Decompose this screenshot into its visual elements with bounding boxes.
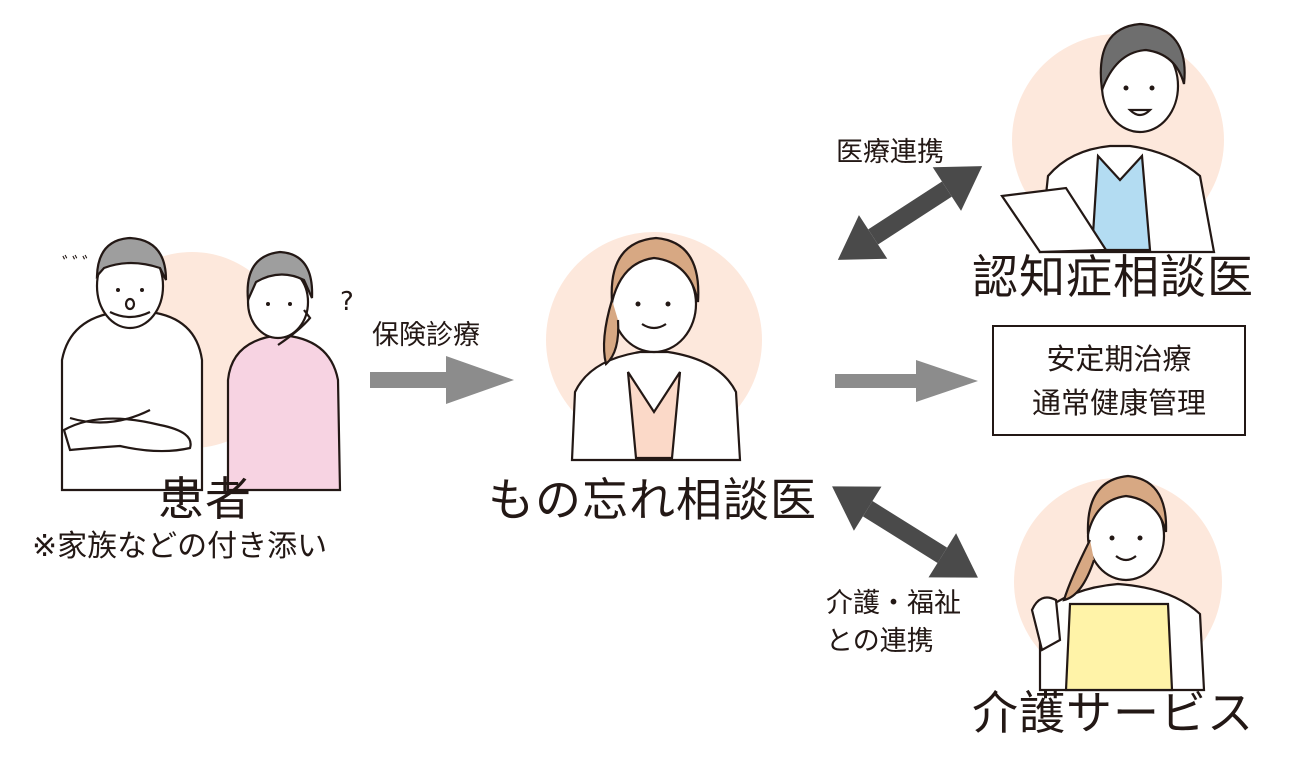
elderly-woman-figure <box>226 250 342 492</box>
kaigo-title: 介護サービス <box>972 686 1254 740</box>
patient-note: ※家族などの付き添い <box>32 529 328 564</box>
insurance-label: 保険診療 <box>372 320 480 351</box>
insurance-arrow <box>370 356 514 404</box>
care-link-label-line1: 介護・福祉 <box>826 588 961 619</box>
stable-care-line1: 安定期治療 <box>1046 342 1192 376</box>
stable-care-line2: 通常健康管理 <box>1031 386 1206 420</box>
care-link-label-line2: との連携 <box>826 626 934 657</box>
monowasure-doctor-illustration <box>546 232 762 462</box>
patient-illustration: ﾞﾞﾞ ? <box>60 236 354 492</box>
stable-care-arrow <box>835 360 978 402</box>
elderly-man-figure <box>60 236 204 492</box>
care-worker-illustration <box>1014 474 1222 692</box>
medical-link-label: 医療連携 <box>836 137 944 168</box>
monowasure-title: もの忘れ相談医 <box>488 473 817 527</box>
ninchisho-title: 認知症相談医 <box>972 250 1254 304</box>
ninchisho-doctor-illustration <box>1000 22 1224 254</box>
care-link-double-arrow <box>832 486 978 578</box>
sweat-marks-icon: ﾞﾞﾞ <box>62 253 92 277</box>
patient-title: 患者 <box>158 472 252 526</box>
stable-care-box: 安定期治療 通常健康管理 <box>992 325 1246 436</box>
medical-link-double-arrow <box>837 166 983 260</box>
question-mark-icon: ? <box>340 287 354 317</box>
